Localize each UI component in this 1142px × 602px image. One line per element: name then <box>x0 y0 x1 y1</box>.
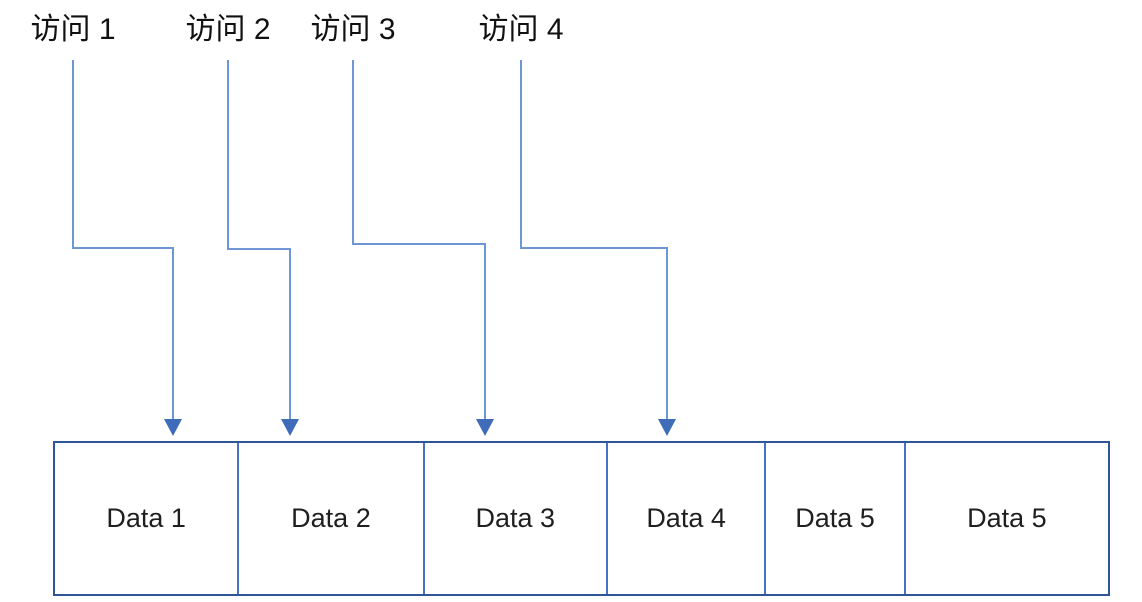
data-cell-1: Data 1 <box>55 443 240 594</box>
data-cell-6: Data 5 <box>967 503 1047 533</box>
access-label-3: 访问 3 <box>310 13 396 46</box>
access-label-2: 访问 2 <box>185 13 271 46</box>
data-cell-3: Data 3 <box>425 443 608 594</box>
arrowhead-access4-icon <box>658 419 676 436</box>
data-cell-4: Data 4 <box>608 443 767 594</box>
data-block-row: Data 1 Data 2 Data 3 Data 4 Data 5 Data … <box>53 441 1110 596</box>
access-label-4: 访问 4 <box>478 13 564 46</box>
arrowhead-access3-icon <box>476 419 494 436</box>
data-cell-2: Data 2 <box>239 443 425 594</box>
arrowhead-access2-icon <box>281 419 299 436</box>
access-label-1: 访问 1 <box>30 13 116 46</box>
connector-access4 <box>520 60 668 420</box>
connector-access1 <box>72 60 174 420</box>
connector-access3 <box>352 60 486 420</box>
data-cell-5: Data 5 <box>766 443 906 594</box>
connector-access2 <box>227 60 291 420</box>
arrowhead-access1-icon <box>164 419 182 436</box>
